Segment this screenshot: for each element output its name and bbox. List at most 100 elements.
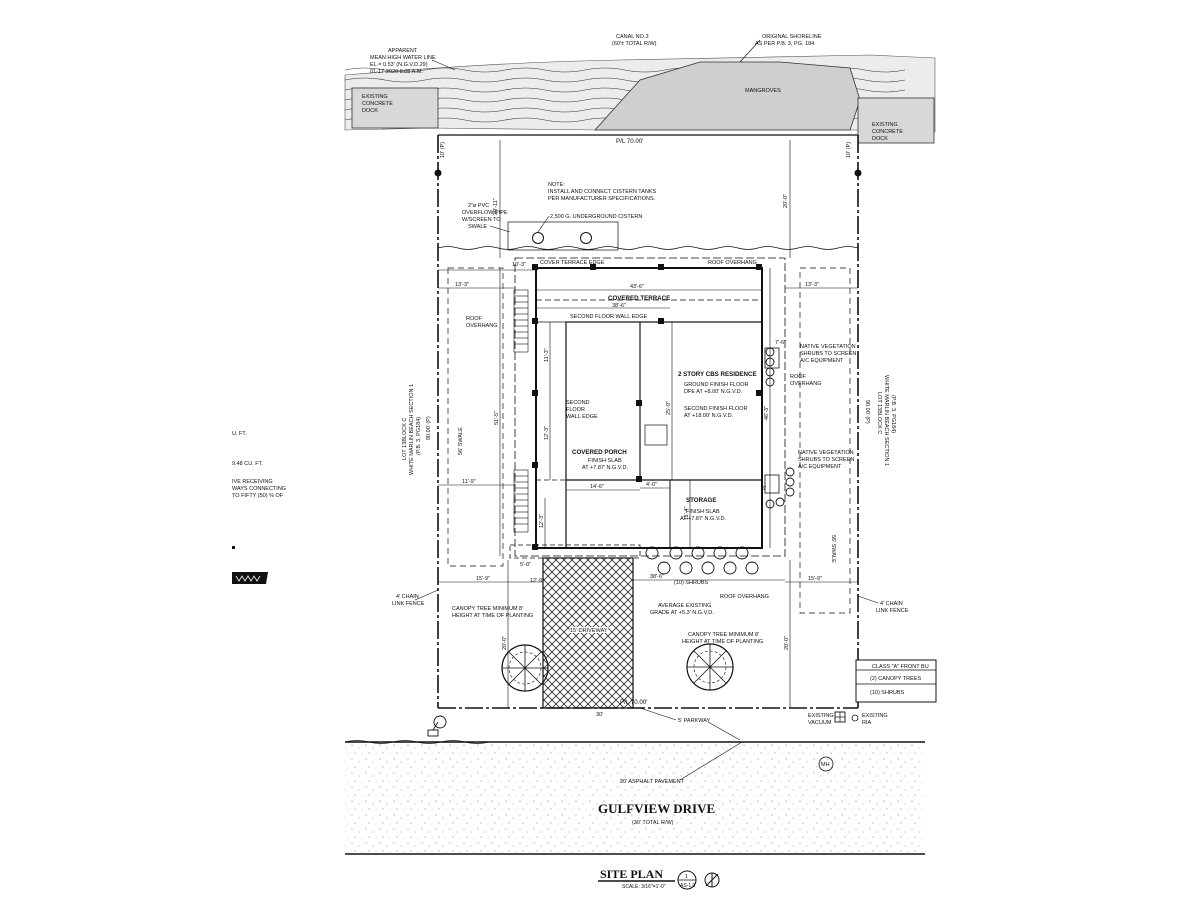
left-note-2: 9.48 CU. FT. [232,461,263,467]
canal-area: MANGROVES EXISTING CONCRETE DOCK EXISTIN… [344,34,936,144]
native-veg-2b: SHRUBS TO SCREEN [798,457,854,463]
dim-front-right: 20'-0" [784,636,790,650]
lot-right-2: WHITE MARLIN BEACH SECTION 1 [883,375,889,466]
dim-38-6b: 38'-6" [650,574,664,580]
dim-12-9: 12'-9" [530,578,544,584]
shoreline-label: ORIGINAL SHORELINE [762,34,822,40]
mhwl-label-3: EL.= 0.53' (N.G.V.D.29) [370,62,428,68]
street-rw: (30' TOTAL R/W) [632,820,674,826]
dim-rear-setback-right: 20'-0" [783,194,789,208]
roof-overhang-front-label: ROOF OVERHANG [720,594,769,600]
parking-pad [509,544,641,559]
dim-12-3b: 12'-3" [539,514,545,528]
roof-overhang-outline [514,257,786,557]
dock-right-label-1: EXISTING [872,122,898,128]
native-veg-1a: NATIVE VEGETATION [800,344,856,350]
dim-11-9: 11'-9" [462,479,476,485]
lot-left-3: (P.B. 3, PG184) [416,417,422,455]
pl-side-right: 90.00' (P) [864,400,870,424]
lot-right-labels: LOT 13BLOCK C WHITE MARLIN BEACH SECTION… [864,375,896,466]
dim-14-6: 14'-6" [590,484,604,490]
asphalt-pavement [345,742,925,854]
mhwl-label-4: 01-17-2020 9:05 A.M. [370,69,423,75]
left-legend-symbol [232,572,268,584]
dim-12-3: 12'-3" [544,426,550,440]
roof-overhang-label: ROOF OVERHANG [708,260,757,266]
rear-pl-label: P/L 70.00' [616,138,643,145]
ground-floor-label-2: DFE AT +8.00' N.G.V.D. [684,389,743,395]
left-note-1: U. FT. [232,431,247,437]
note-line-1: INSTALL AND CONNECT CISTERN TANKS [548,189,657,195]
stair-lower [513,469,529,533]
cistern-label: 2,500 G. UNDERGROUND CISTERN [550,214,642,220]
street-name: GULFVIEW DRIVE [598,801,715,816]
ria-label-2: RIA [862,720,872,726]
native-veg-1b: SHRUBS TO SCREEN [800,351,856,357]
dim-46-3: 46'-3" [764,406,770,420]
asphalt-label: 20' ASPHALT PAVEMENT [620,779,685,785]
legend-box: CLASS "A" FRONT BU (2) CANOPY TREES (10)… [855,659,937,703]
dim-front-left: 20'-0" [502,636,508,650]
front-pl-label: P/L 70.00' [620,699,647,706]
canopy-left-label-1: CANOPY TREE MINIMUM 8' [452,606,523,612]
mangroves-label: MANGROVES [745,88,781,94]
pvc-label-1: 2"ø PVC [468,203,489,209]
left-note-4: WAYS CONNECTING [232,486,286,492]
dim-30: 30' [596,712,603,718]
note-title: NOTE: [548,182,565,188]
sheet-ref: AS-1.0 [680,883,696,889]
second-floor-label-3: WALL EDGE [566,414,598,420]
pvc-label-3: W/SCREEN TO [462,217,501,223]
driveway-label: 15' DRIVEWAY [570,628,608,634]
dim-38-6: 38'-6" [612,303,626,309]
dock-left-label-1: EXISTING [362,94,388,100]
fence-right-label-2: LINK FENCE [876,608,909,614]
dim-43-6: 43'-6" [630,284,644,290]
mangrove-area [594,61,861,131]
dock-left [351,87,439,129]
second-finish-label-2: AT +18.00' N.G.V.D. [684,413,734,419]
ground-floor-label-1: GROUND FINISH FLOOR [684,382,749,388]
dim-4-0: 4'-0" [646,482,657,488]
shrubs-label: (10) SHRUBS [674,580,709,586]
canal-rw-label: (60'± TOTAL R/W) [612,41,657,47]
manhole-label: MH [821,762,830,768]
vacuum-label-2: VACUUM [808,720,832,726]
second-floor-wall-edge-label: SECOND FLOOR WALL EDGE [570,314,648,320]
mhwl-label-1: APPARENT [388,48,418,54]
roof-overhang-left-2: OVERHANG [466,323,497,329]
dim-51-5: 51'-5" [494,411,500,425]
dock-left-label-2: CONCRETE [362,101,393,107]
storage-slab-label-2: AT +7.87' N.G.V.D. [680,516,727,522]
stair-upper [513,289,529,353]
dock-left-label-3: DOCK [362,108,378,114]
fence-right-label-1: 4' CHAIN [880,601,903,607]
dimension-lines [438,140,858,708]
dim-side-left: 13'-3" [455,282,469,288]
dim-15-9-left: 15'-9" [476,576,490,582]
canopy-tree-right [686,643,734,691]
dim-rear-setback-left: 20'-11" [493,198,499,215]
utility-symbol [427,715,447,737]
canopy-right-label-2: HEIGHT AT TIME OF PLANTING [682,639,763,645]
lot-right-3: (P.B. 3, PG184) [890,395,896,433]
storage-label: STORAGE [686,497,716,504]
canopy-right-label-1: CANOPY TREE MINIMUM 8' [688,632,759,638]
second-floor-label-1: SECOND [566,400,590,406]
street: MH 20' ASPHALT PAVEMENT GULFVIEW DRIVE (… [344,740,925,855]
ria-label-1: EXISTING [862,713,888,719]
storage-slab-label-1: FINISH SLAB [686,509,720,515]
dock-right [857,97,935,144]
dim-rear-right: 10' (P) [846,142,852,158]
interior-element [644,424,668,446]
dim-11-4: 11'-4" [684,506,690,520]
roof-overhang-left-1: ROOF [466,316,483,322]
fence-left-label-2: LINK FENCE [392,601,425,607]
second-finish-label-1: SECOND FINISH FLOOR [684,406,748,412]
ac-pad-upper [764,347,780,369]
dim-6: 6' [762,486,766,492]
native-veg-2a: NATIVE VEGETATION [798,450,854,456]
swale-left [447,267,504,567]
swale-right [799,267,851,614]
